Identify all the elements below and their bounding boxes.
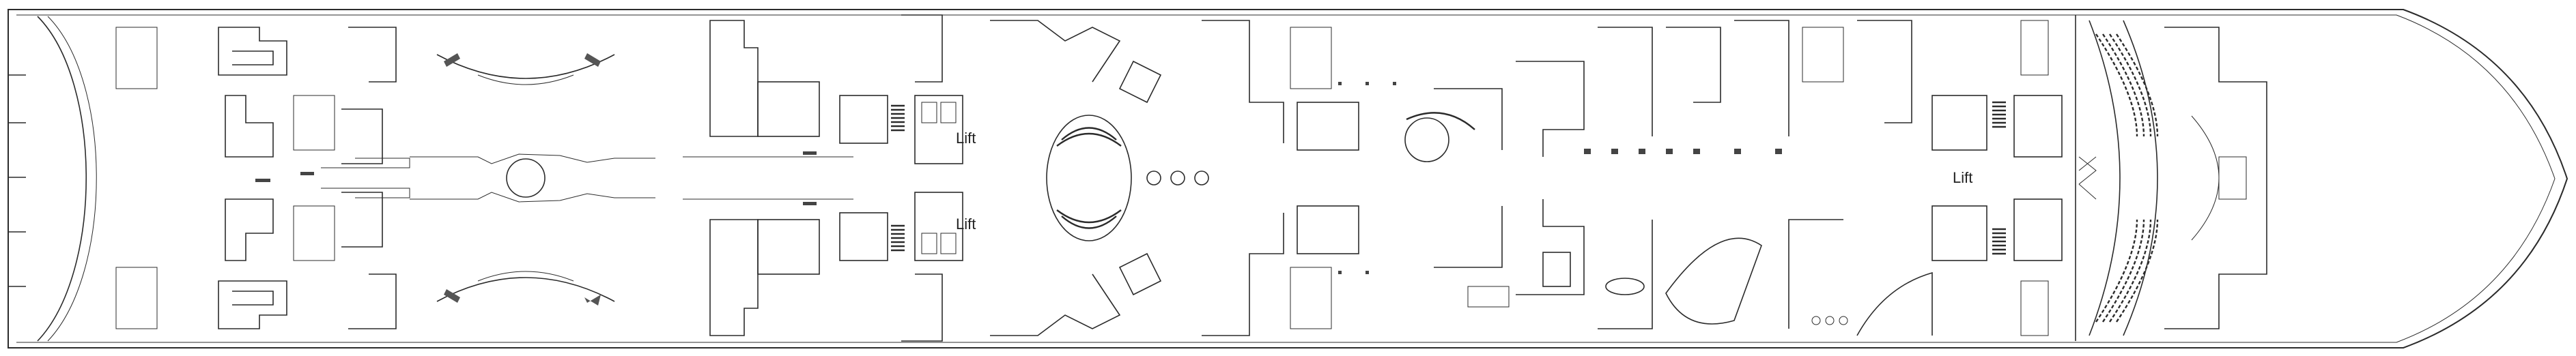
aft-cabins-starboard bbox=[218, 188, 410, 329]
ship-hull bbox=[8, 9, 2568, 348]
aft-cabins-port bbox=[218, 27, 410, 182]
lift-label-starboard: Lift bbox=[956, 216, 976, 233]
forward-rooms bbox=[1516, 20, 1933, 336]
aft-lounge bbox=[410, 53, 655, 306]
midship-blocks bbox=[683, 20, 853, 336]
hull-inner-line bbox=[16, 14, 2556, 343]
theatre bbox=[2075, 15, 2267, 341]
stairwell-midship bbox=[839, 14, 963, 342]
lift-label-port: Lift bbox=[956, 130, 976, 147]
lift-label-center: Lift bbox=[1953, 169, 1972, 186]
stairwell-forward bbox=[1931, 20, 2063, 336]
forward-midship-rooms bbox=[1202, 20, 1510, 336]
aft-stern-deck bbox=[8, 16, 158, 342]
atrium bbox=[990, 20, 1209, 336]
theatre-seating bbox=[2095, 33, 2159, 323]
